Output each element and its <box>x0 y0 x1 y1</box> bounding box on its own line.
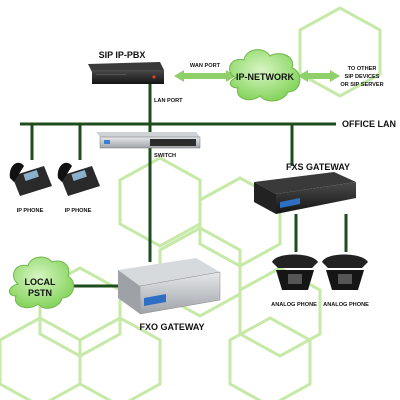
ip-phone-1-label: IP PHONE <box>17 208 44 214</box>
office-lan-label: OFFICE LAN <box>342 119 396 129</box>
fxs-gateway-label: FXS GATEWAY <box>286 162 350 172</box>
to-other-label-line2: SIP DEVICES <box>344 74 379 80</box>
ip-phone-1-device <box>9 162 52 196</box>
to-other-label-line1: TO OTHER <box>348 66 377 72</box>
ip-network-label: IP-NETWORK <box>236 72 294 82</box>
wan-arrows <box>174 70 340 82</box>
ip-phone-2-label: IP PHONE <box>65 208 92 214</box>
sip-ip-pbx-device <box>88 62 164 84</box>
analog-phone-1-device <box>272 254 318 290</box>
local-pstn-bubble: LOCAL PSTN <box>9 256 75 309</box>
analog-phone-2-device <box>322 254 368 290</box>
to-other-label-line3: OR SIP SERVER <box>340 82 383 88</box>
local-pstn-label-line2: PSTN <box>28 288 52 298</box>
ip-network-bubble: IP-NETWORK <box>229 49 301 102</box>
wan-arrow-right <box>298 70 340 82</box>
local-pstn-label-line1: LOCAL <box>25 277 56 287</box>
analog-phone-1-label: ANALOG PHONE <box>271 302 317 308</box>
fxo-gateway-label: FXO GATEWAY <box>139 322 204 332</box>
switch-label: SWITCH <box>154 153 176 159</box>
wan-arrow-left <box>174 70 236 82</box>
fxo-gateway-device <box>118 258 221 315</box>
fxs-gateway-device <box>254 172 356 214</box>
wan-port-label: WAN PORT <box>190 63 221 69</box>
network-lines <box>20 80 348 288</box>
switch-device <box>96 132 201 149</box>
pbx-label: SIP IP-PBX <box>99 50 146 60</box>
analog-phone-2-label: ANALOG PHONE <box>323 302 369 308</box>
lan-port-label: LAN PORT <box>154 98 183 104</box>
ip-phone-2-device <box>57 162 100 196</box>
